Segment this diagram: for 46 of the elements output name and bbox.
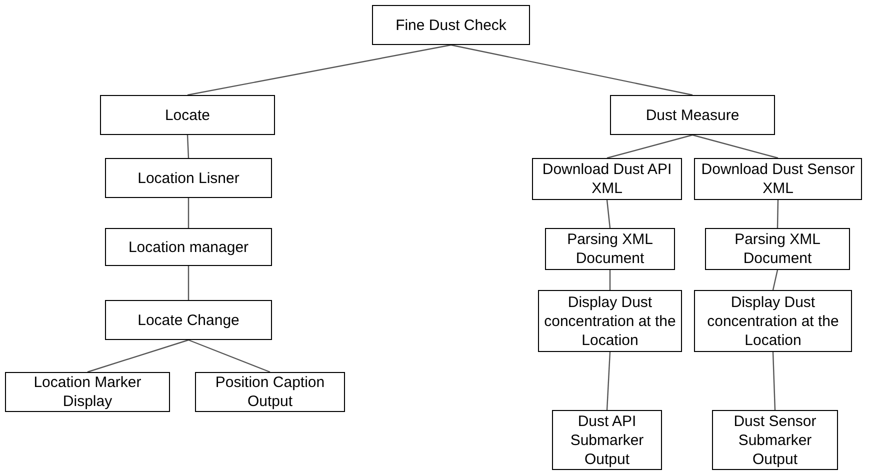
connector-line xyxy=(692,134,778,159)
box-label: Dust Sensor Submarker Output xyxy=(732,412,818,468)
process-box xyxy=(694,290,852,352)
box-label: Locate xyxy=(164,106,210,124)
connector-line xyxy=(187,44,452,96)
connector-line xyxy=(772,270,778,290)
box-label: Location Lisner xyxy=(138,168,240,188)
process-box xyxy=(105,228,272,266)
box-label: Position Caption Output xyxy=(214,373,326,411)
process-box xyxy=(694,158,862,200)
process-box xyxy=(5,372,170,412)
box-label: Dust API Submarker Output xyxy=(569,412,645,468)
connector-line xyxy=(87,339,189,373)
connector-line xyxy=(609,270,611,290)
connector-line xyxy=(606,352,611,410)
box-label: Display Dust concentration at the Location xyxy=(706,292,840,350)
process-box xyxy=(552,410,662,470)
box-label: Parsing XML Document xyxy=(566,230,654,268)
connector-line xyxy=(776,200,779,228)
process-box xyxy=(105,158,272,198)
connector-line xyxy=(606,134,693,159)
process-box xyxy=(105,300,272,340)
connector-line xyxy=(188,266,190,300)
connector-line xyxy=(606,200,611,228)
process-box xyxy=(532,158,682,200)
connector-line xyxy=(188,198,190,228)
process-box xyxy=(372,5,530,45)
process-box xyxy=(705,228,850,270)
box-label: Download Dust Sensor XML xyxy=(700,160,856,198)
box-label: Location Marker Display xyxy=(32,373,142,411)
box-label: Fine Dust Check xyxy=(396,16,506,34)
connector-line xyxy=(188,339,270,373)
connector-line xyxy=(772,352,776,410)
connector-line xyxy=(186,134,190,158)
box-label: Location manager xyxy=(128,238,249,256)
process-box xyxy=(712,410,838,470)
process-box xyxy=(195,372,345,412)
process-box xyxy=(100,95,275,135)
connector-line xyxy=(450,44,693,96)
box-label: Download Dust API XML xyxy=(541,160,673,198)
box-label: Parsing XML Document xyxy=(734,230,822,268)
process-box xyxy=(610,95,775,135)
box-label: Locate Change xyxy=(138,310,240,330)
box-label: Display Dust concentration at the Location xyxy=(543,292,677,350)
box-label: Dust Measure xyxy=(646,106,740,124)
process-box xyxy=(545,228,675,270)
